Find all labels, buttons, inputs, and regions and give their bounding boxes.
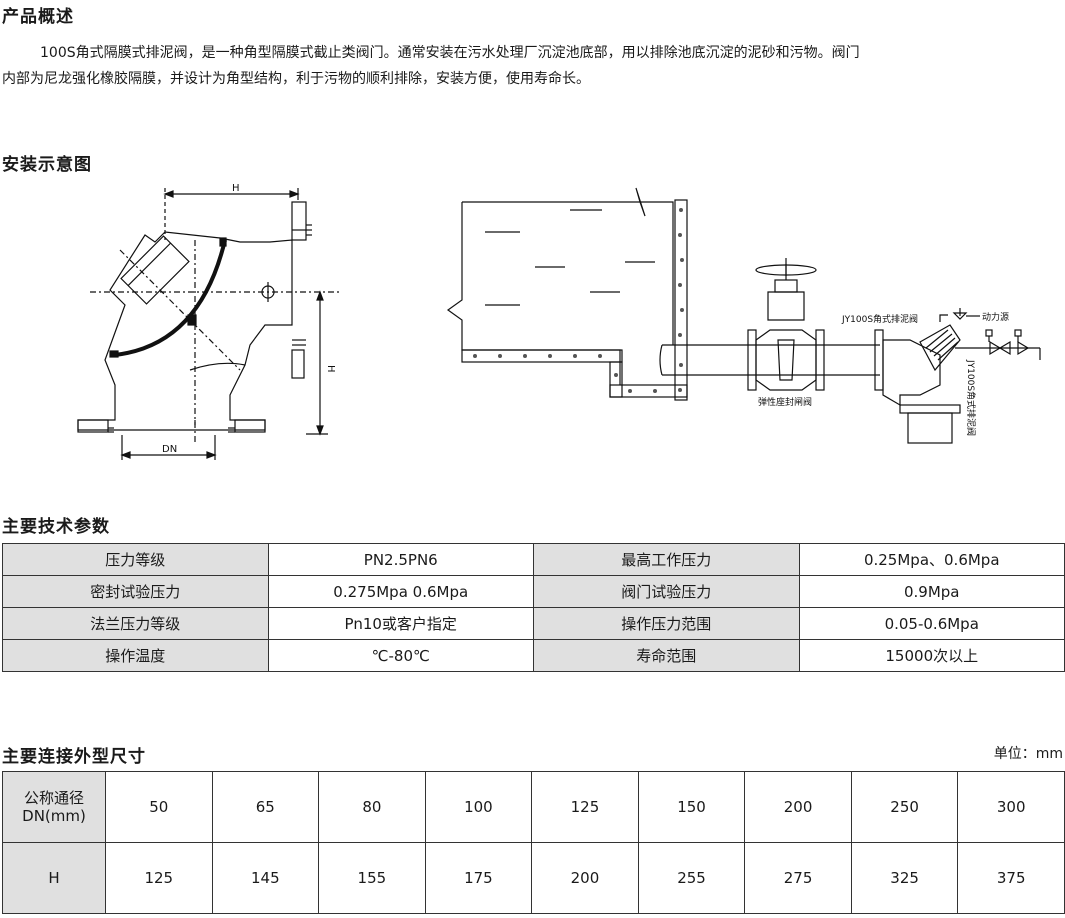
param-value: 0.05-0.6Mpa [798, 607, 1065, 640]
h-value: 200 [531, 842, 639, 914]
label-power-source: 动力源 [982, 311, 1009, 323]
label-gate-valve: 弹性座封闸阀 [758, 396, 812, 408]
label-mud-valve: JY100S角式排泥阀 [841, 313, 918, 325]
param-label: 寿命范围 [533, 639, 800, 672]
h-value: 275 [744, 842, 852, 914]
label-h-top: H [232, 183, 240, 194]
param-label: 压力等级 [2, 543, 269, 576]
dn-value: 65 [211, 771, 320, 843]
param-label: 操作温度 [2, 639, 269, 672]
h-row-label: H [2, 842, 106, 914]
dn-value: 200 [744, 771, 852, 843]
param-label: 法兰压力等级 [2, 607, 269, 640]
dims-heading: 主要连接外型尺寸 [2, 747, 146, 767]
h-value: 145 [211, 842, 320, 914]
label-mud-valve-vertical: JY100S角式排泥阀 [965, 359, 977, 436]
overview-line-1: 100S角式隔膜式排泥阀，是一种角型隔膜式截止类阀门。通常安装在污水处理厂沉淀池… [40, 45, 860, 61]
dn-label-b: DN(mm) [22, 807, 86, 825]
overview-description: 100S角式隔膜式排泥阀，是一种角型隔膜式截止类阀门。通常安装在污水处理厂沉淀池… [2, 40, 1064, 92]
param-label: 阀门试验压力 [533, 575, 800, 608]
overview-heading: 产品概述 [2, 7, 74, 27]
param-label: 密封试验压力 [2, 575, 269, 608]
param-value: ℃-80℃ [267, 639, 534, 672]
h-value: 325 [850, 842, 959, 914]
valve-section-drawing: H H DN [77, 183, 340, 460]
label-h-side: H [325, 365, 336, 373]
params-heading: 主要技术参数 [2, 517, 110, 537]
dn-value: 100 [424, 771, 533, 843]
label-dn: DN [162, 444, 177, 455]
param-value: 0.9Mpa [798, 575, 1065, 608]
param-label: 最高工作压力 [533, 543, 800, 576]
param-value: 15000次以上 [798, 639, 1065, 672]
h-value: 155 [318, 842, 426, 914]
param-value: 0.25Mpa、0.6Mpa [798, 543, 1065, 576]
dn-value: 250 [850, 771, 959, 843]
h-value: 375 [957, 842, 1065, 914]
dn-row-label: 公称通径 DN(mm) [2, 771, 106, 843]
installation-schematic: 弹性座封闸阀 JY100S角式排泥阀 动力源 JY100S角式排泥阀 [446, 187, 1041, 444]
param-value: PN2.5PN6 [267, 543, 534, 576]
param-label: 操作压力范围 [533, 607, 800, 640]
param-value: Pn10或客户指定 [267, 607, 534, 640]
unit-label: 单位：mm [993, 746, 1063, 762]
dn-value: 50 [105, 771, 213, 843]
install-heading: 安装示意图 [2, 155, 92, 175]
h-value: 175 [424, 842, 533, 914]
dn-value: 125 [531, 771, 639, 843]
dn-label-a: 公称通径 [23, 789, 84, 807]
param-value: 0.275Mpa 0.6Mpa [267, 575, 534, 608]
h-value: 125 [105, 842, 213, 914]
dn-value: 80 [318, 771, 426, 843]
dn-value: 150 [637, 771, 746, 843]
dn-value: 300 [957, 771, 1065, 843]
h-value: 255 [637, 842, 746, 914]
concrete-texture [473, 208, 684, 393]
overview-line-2: 内部为尼龙强化橡胶隔膜，并设计为角型结构，利于污物的顺利排除，安装方便，使用寿命… [2, 71, 590, 87]
